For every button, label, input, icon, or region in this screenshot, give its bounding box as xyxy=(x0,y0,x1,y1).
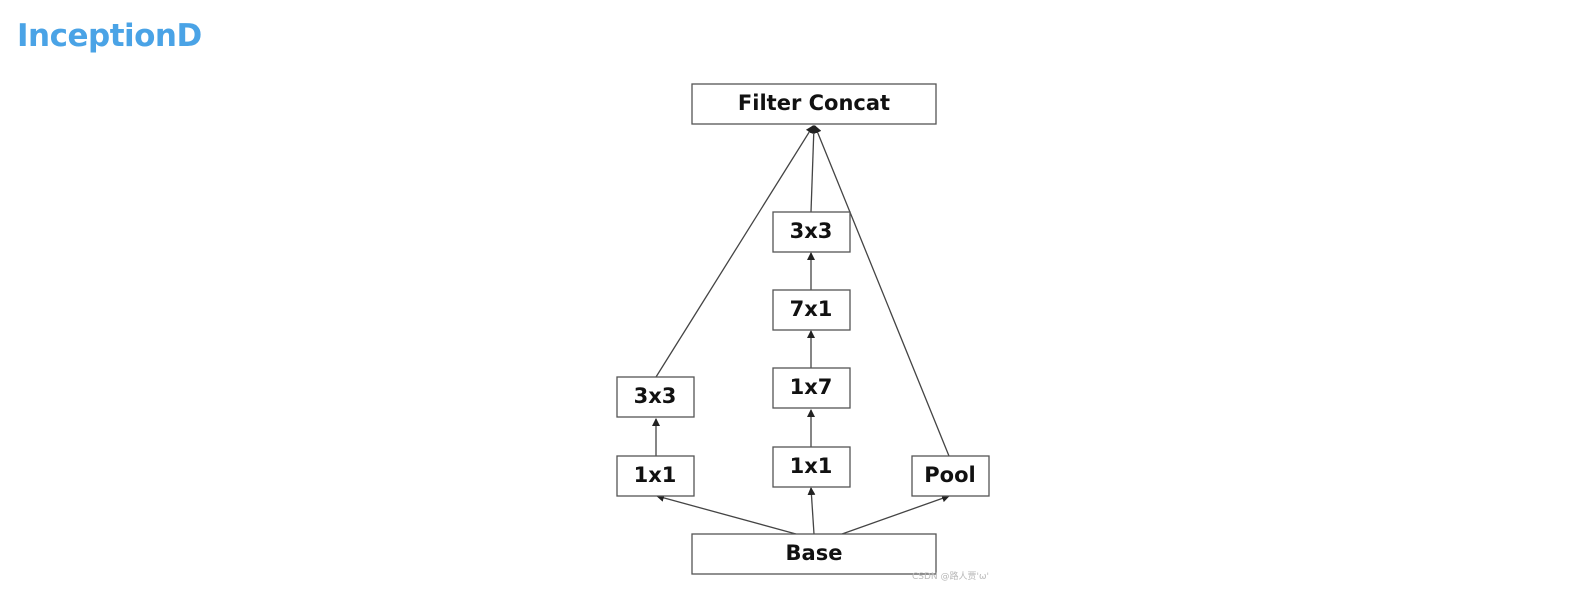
slide-title: InceptionD xyxy=(17,18,202,54)
node-filter-concat: Filter Concat xyxy=(691,83,937,125)
edge-branch1-3x3-to-concat xyxy=(655,125,814,378)
edge-base-to-pool xyxy=(841,494,950,535)
node-branch2-1x7-label: 1x7 xyxy=(790,375,833,399)
node-base: Base xyxy=(691,533,937,575)
watermark-text: CSDN @路人贾'ω' xyxy=(912,572,990,582)
node-pool-label: Pool xyxy=(924,463,975,487)
edge-base-to-branch1-1x1 xyxy=(656,493,797,535)
node-branch2-1x7: 1x7 xyxy=(772,367,851,409)
node-filter-concat-label: Filter Concat xyxy=(738,91,890,115)
edges xyxy=(652,125,950,535)
edge-branch2-3x3-to-concat xyxy=(809,125,818,213)
node-branch1-1x1-label: 1x1 xyxy=(634,463,677,487)
edge-pool-to-concat xyxy=(813,125,950,457)
node-branch1-3x3: 3x3 xyxy=(616,376,695,418)
node-branch1-3x3-label: 3x3 xyxy=(634,384,677,408)
node-base-label: Base xyxy=(786,541,843,565)
node-branch2-1x1-label: 1x1 xyxy=(790,454,833,478)
node-branch2-1x1: 1x1 xyxy=(772,446,851,488)
edge-base-to-branch2-1x1 xyxy=(807,487,816,535)
node-branch2-7x1: 7x1 xyxy=(772,289,851,331)
node-branch2-7x1-label: 7x1 xyxy=(790,297,833,321)
node-branch1-1x1: 1x1 xyxy=(616,455,695,497)
node-branch2-3x3-label: 3x3 xyxy=(790,219,833,243)
node-branch2-3x3: 3x3 xyxy=(772,211,851,253)
node-pool: Pool xyxy=(911,455,990,497)
